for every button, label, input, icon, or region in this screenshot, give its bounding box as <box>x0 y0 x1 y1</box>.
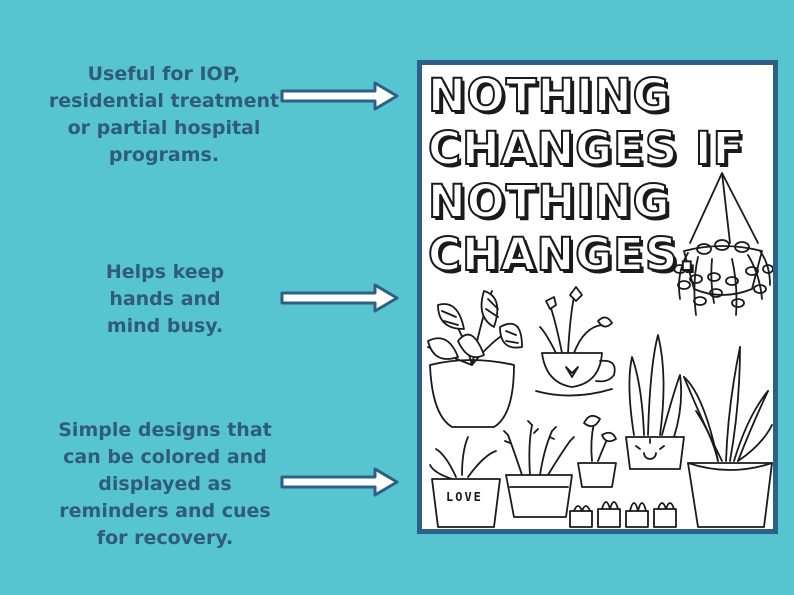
aloe-plant-icon <box>683 346 773 528</box>
pot-label: LOVE <box>446 490 483 504</box>
coloring-poster: LOVE <box>417 60 778 534</box>
small-plant-pot-icon <box>577 414 617 488</box>
hanging-plant-icon <box>673 172 773 316</box>
prayer-plant-icon <box>427 290 523 428</box>
teacup-flower-icon <box>535 286 616 397</box>
right-arrow-icon <box>280 81 399 111</box>
callout-hands-busy: Helps keep hands and mind busy. <box>105 261 225 337</box>
callout-programs: Useful for IOP, residential treatment or… <box>48 63 280 166</box>
right-arrow-icon <box>280 283 399 313</box>
succulent-row-icon <box>569 501 677 528</box>
plant-illustrations: LOVE <box>427 172 773 528</box>
lavender-pot-icon <box>503 420 575 518</box>
love-pot-icon: LOVE <box>429 436 501 528</box>
poster-headline: NOTHING CHANGES IF NOTHING CHANGES. <box>427 68 745 282</box>
snake-plant-icon <box>625 334 685 470</box>
poster-page: LOVE <box>422 65 773 529</box>
right-arrow-icon <box>280 467 399 497</box>
callout-reminders: Simple designs that can be colored and d… <box>58 419 272 549</box>
